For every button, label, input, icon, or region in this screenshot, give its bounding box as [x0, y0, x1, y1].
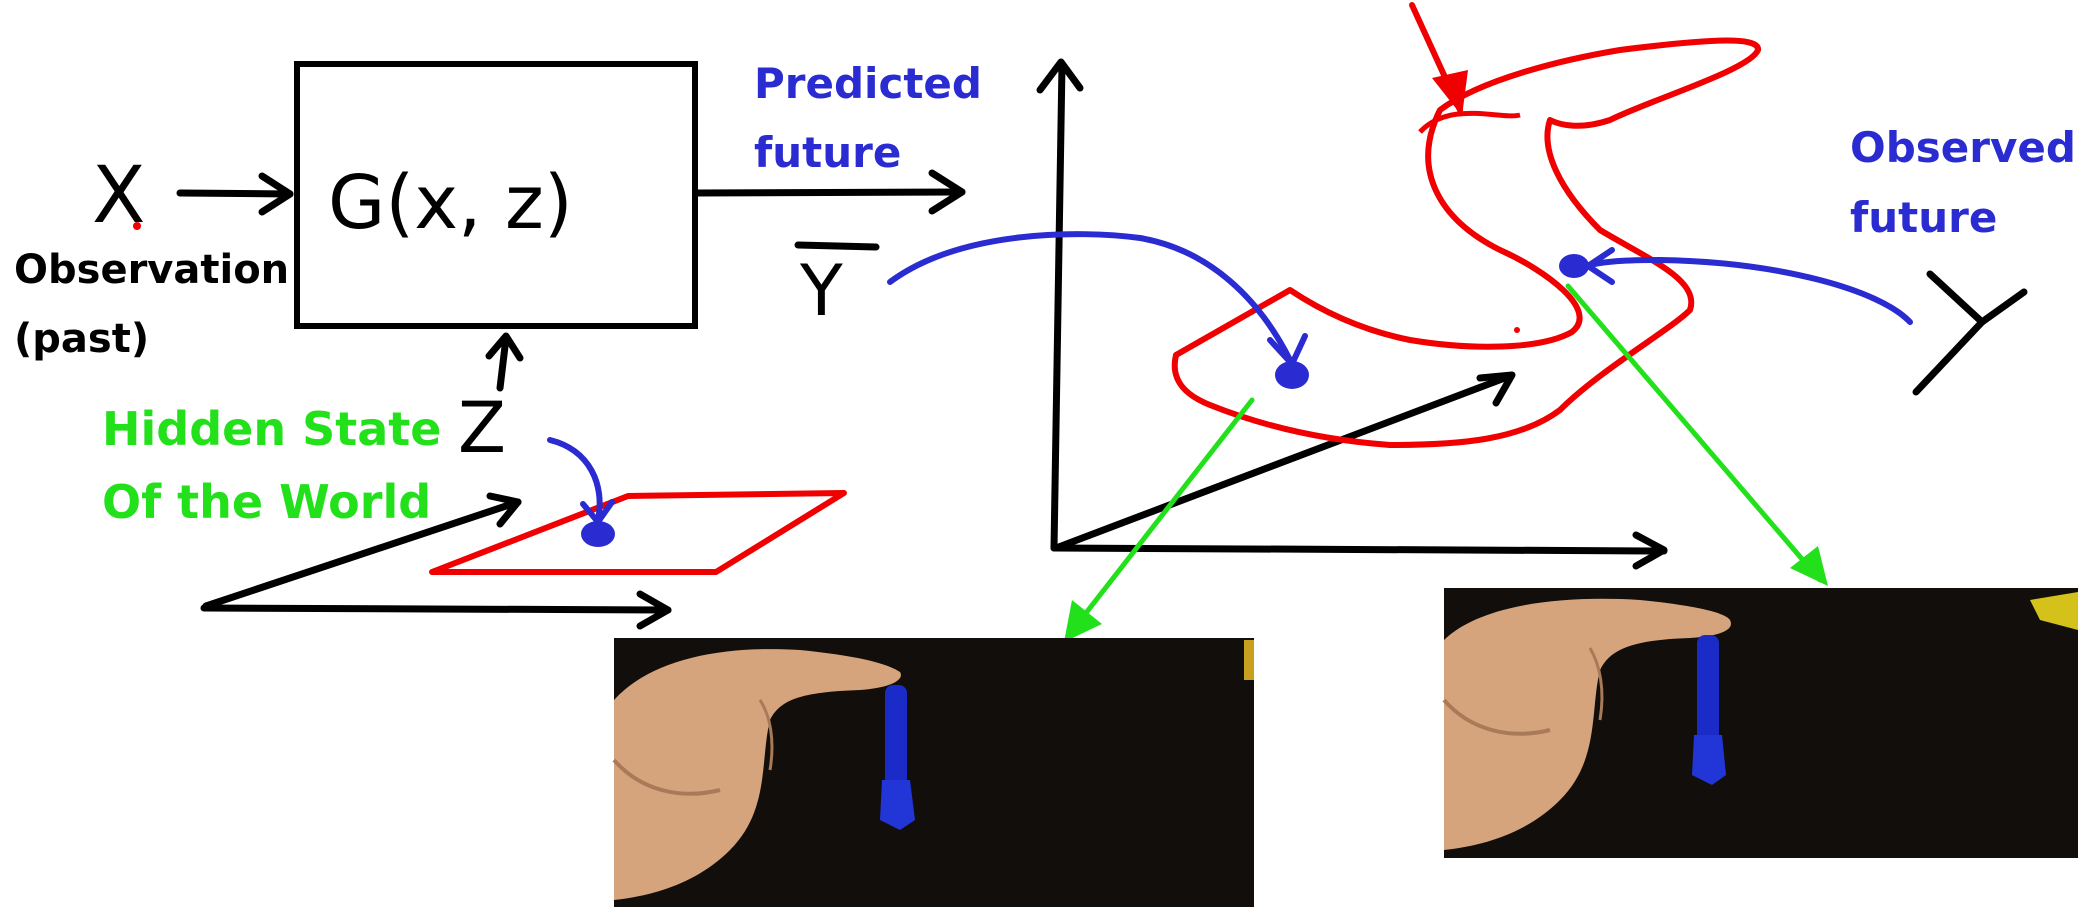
- prediction-mapping-arrow: [887, 231, 1309, 389]
- generator-function-label: G(x, z): [328, 160, 573, 246]
- arrow-x-to-generator: [176, 172, 294, 216]
- observation-label-past: (past): [14, 316, 149, 362]
- green-arrow-to-predicted-photo: [1064, 397, 1255, 642]
- input-x: X: [92, 151, 145, 241]
- latent-sample-dot: [581, 521, 615, 547]
- hidden-state-label-2: Of the World: [102, 475, 431, 529]
- hidden-state-label: Hidden State: [102, 402, 441, 456]
- arrow-to-prediction: [693, 169, 966, 215]
- observation-mapping-arrow: [1559, 247, 1913, 325]
- predicted-future-photo: [612, 638, 1254, 907]
- green-arrow-to-observed-photo: [1565, 283, 1828, 586]
- latent-axis-y: [202, 498, 522, 610]
- latent-arrow-blue: [547, 437, 603, 523]
- predicted-future-label: Predicted: [754, 59, 982, 108]
- latent-symbol: Z: [458, 387, 506, 469]
- latent-plane: [429, 490, 847, 575]
- prediction-symbol: Y: [794, 241, 880, 332]
- observed-symbol: [1912, 270, 2028, 396]
- latent-axis-x: [200, 604, 672, 614]
- predicted-point: [1275, 361, 1309, 389]
- predicted-future-label-2: future: [754, 128, 901, 177]
- observation-label: Observation: [14, 247, 289, 293]
- latent-space: [200, 437, 847, 630]
- observed-future-photo: [1442, 588, 2078, 858]
- observed-future-label-2: future: [1850, 193, 1997, 242]
- output-space-axes: [1036, 58, 1668, 570]
- manifold-pointer-arrow: [1409, 2, 1468, 116]
- output-manifold: [1171, 37, 1761, 448]
- arrow-z-to-generator: [485, 332, 524, 392]
- observed-future-label: Observed: [1850, 123, 2076, 172]
- observed-point: [1559, 254, 1589, 278]
- red-dot: [133, 222, 141, 230]
- prediction-y: Y: [799, 250, 843, 332]
